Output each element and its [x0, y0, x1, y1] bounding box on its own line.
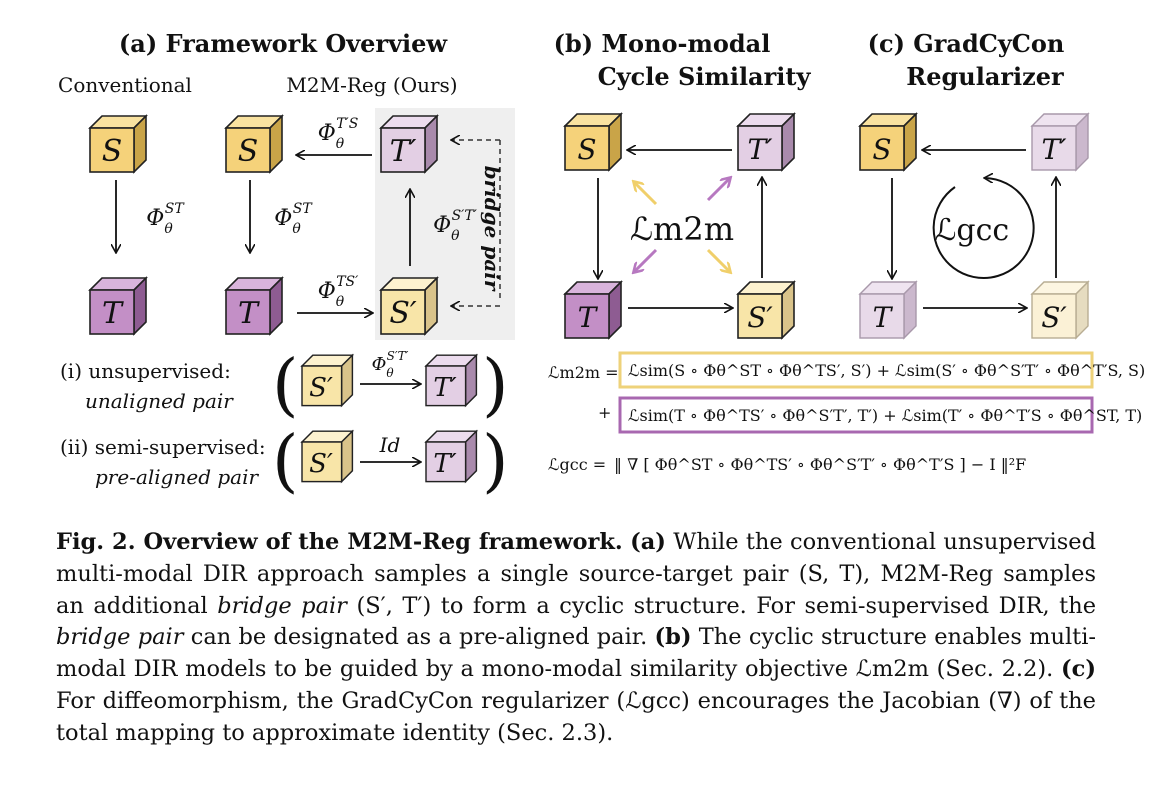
svg-text:S′: S′: [389, 296, 417, 331]
row-ii-arrow-label: Id: [379, 433, 401, 457]
cube-t-conventional: T: [89, 277, 147, 335]
svg-text:T′: T′: [1041, 133, 1067, 166]
svg-text:S: S: [102, 134, 123, 169]
caption-bridge-pair-1: bridge pair: [217, 592, 347, 619]
caption-a-text-1: While the conventional unsupervised mult…: [56, 529, 1096, 619]
panel-c-cube-tp: T′: [1031, 113, 1089, 171]
panel-b-purple-arrow-up: [706, 178, 730, 202]
caption-fig-label: Fig. 2. Overview of the M2M-Reg framewor…: [56, 529, 623, 555]
svg-text:S′: S′: [309, 449, 333, 479]
cube-s-conventional: S: [89, 115, 147, 173]
label-phi-st-conv: ΦθST: [146, 201, 185, 237]
label-phi-st-ours: ΦθST: [274, 201, 313, 237]
row-ii-label: (ii) semi-supervised:: [60, 435, 266, 459]
svg-text:S: S: [577, 133, 596, 166]
row-i-paren-right: ): [482, 346, 509, 425]
panel-b-yellow-arrow-down: [706, 248, 730, 272]
figure-diagram: (a) Framework Overview Conventional M2M-…: [58, 29, 1145, 501]
panel-b-title-2: Cycle Similarity: [598, 62, 812, 91]
caption-a-text-2: (S′, T′) to form a cyclic structure. For…: [356, 592, 1097, 619]
caption-tag-c: (c): [1061, 656, 1096, 683]
row-i-label: (i) unsupervised:: [60, 359, 231, 383]
svg-text:T′: T′: [433, 373, 456, 403]
eq-gcc-lhs: ℒgcc =: [548, 455, 606, 474]
svg-text:S′: S′: [1041, 301, 1067, 334]
panel-c-title-2: Regularizer: [906, 62, 1064, 91]
svg-text:S′: S′: [747, 301, 773, 334]
caption-tag-a: (a): [630, 529, 666, 555]
svg-text:T′: T′: [433, 449, 456, 479]
label-phi-sptp: ΦθS′T′: [433, 208, 478, 244]
panel-b-cube-t: T: [564, 281, 622, 339]
panel-c-loss-label: ℒgcc: [935, 213, 1009, 248]
label-phi-tsp: ΦθTS′: [318, 274, 359, 310]
row-i-paren-left: (: [272, 346, 299, 425]
panel-c-cube-s: S: [859, 113, 917, 171]
row-ii-paren-left: (: [272, 422, 299, 501]
caption-tag-b: (b): [654, 624, 692, 651]
caption-a-text-3: can be designated as a pre-aligned pair.: [190, 624, 648, 651]
svg-text:S: S: [238, 134, 259, 169]
panel-a-col-ours: M2M-Reg (Ours): [286, 73, 457, 97]
row-ii-sub: pre-aligned pair: [95, 465, 259, 489]
svg-text:T′: T′: [390, 134, 417, 169]
figure-caption: Fig. 2. Overview of the M2M-Reg framewor…: [56, 527, 1096, 750]
row-i-cube-sp: S′: [301, 354, 354, 407]
cube-s-ours: S: [225, 115, 283, 173]
panel-c-title-1: (c) GradCyCon: [868, 29, 1065, 58]
row-ii-paren-right: ): [482, 422, 509, 501]
cube-t-prime-ours: T′: [380, 115, 438, 173]
cube-s-prime-ours: S′: [380, 277, 438, 335]
row-i-arrow-label: ΦθS′T′: [372, 349, 409, 380]
caption-c-text: For diffeomorphism, the GradCyCon regula…: [56, 687, 1096, 746]
panel-b-loss-label: ℒm2m: [630, 210, 734, 248]
row-i-cube-tp: T′: [425, 354, 478, 407]
row-ii-cube-tp: T′: [425, 430, 478, 483]
caption-b-text: The cyclic structure enables multi-modal…: [56, 624, 1097, 683]
bridge-pair-label: bridge pair: [480, 166, 504, 292]
svg-text:T: T: [238, 296, 260, 331]
eq-m2m-line2: ℒsim(T ∘ Φθ^TS′ ∘ Φθ^S′T′, T′) + ℒsim(T′…: [628, 406, 1142, 425]
panel-a-title: (a) Framework Overview: [119, 29, 448, 58]
panel-b-cube-sp: S′: [737, 281, 795, 339]
panel-c-cube-sp: S′: [1031, 281, 1089, 339]
cube-t-ours: T: [225, 277, 283, 335]
label-phi-tps: ΦθT′S: [318, 116, 359, 152]
panel-c-cycle-arrow: [932, 178, 1035, 279]
eq-m2m-line1: ℒsim(S ∘ Φθ^ST ∘ Φθ^TS′, S′) + ℒsim(S′ ∘…: [628, 361, 1145, 380]
svg-text:S′: S′: [309, 373, 333, 403]
svg-text:T: T: [578, 301, 599, 334]
eq-m2m-lhs: ℒm2m =: [548, 363, 619, 382]
svg-text:T′: T′: [747, 133, 773, 166]
panel-b-purple-arrow-down: [634, 248, 658, 272]
eq-m2m-line1-box: [618, 351, 1094, 389]
panel-b-cube-s: S: [564, 113, 622, 171]
eq-gcc-rhs: ‖ ∇ [ Φθ^ST ∘ Φθ^TS′ ∘ Φθ^S′T′ ∘ Φθ^T′S …: [614, 455, 1026, 474]
caption-bridge-pair-2: bridge pair: [56, 624, 184, 651]
row-i-sub: unaligned pair: [85, 389, 234, 413]
svg-text:T: T: [102, 296, 124, 331]
svg-text:T: T: [873, 301, 894, 334]
svg-text:S: S: [872, 133, 891, 166]
panel-a-col-conventional: Conventional: [58, 73, 192, 97]
panel-c-cube-t: T: [859, 281, 917, 339]
eq-m2m-line2-box: [618, 396, 1094, 434]
eq-m2m-plus: +: [598, 403, 611, 422]
panel-b-yellow-arrow-up: [634, 182, 658, 206]
row-ii-cube-sp: S′: [301, 430, 354, 483]
panel-b-cube-tp: T′: [737, 113, 795, 171]
panel-b-title-1: (b) Mono-modal: [554, 29, 771, 58]
